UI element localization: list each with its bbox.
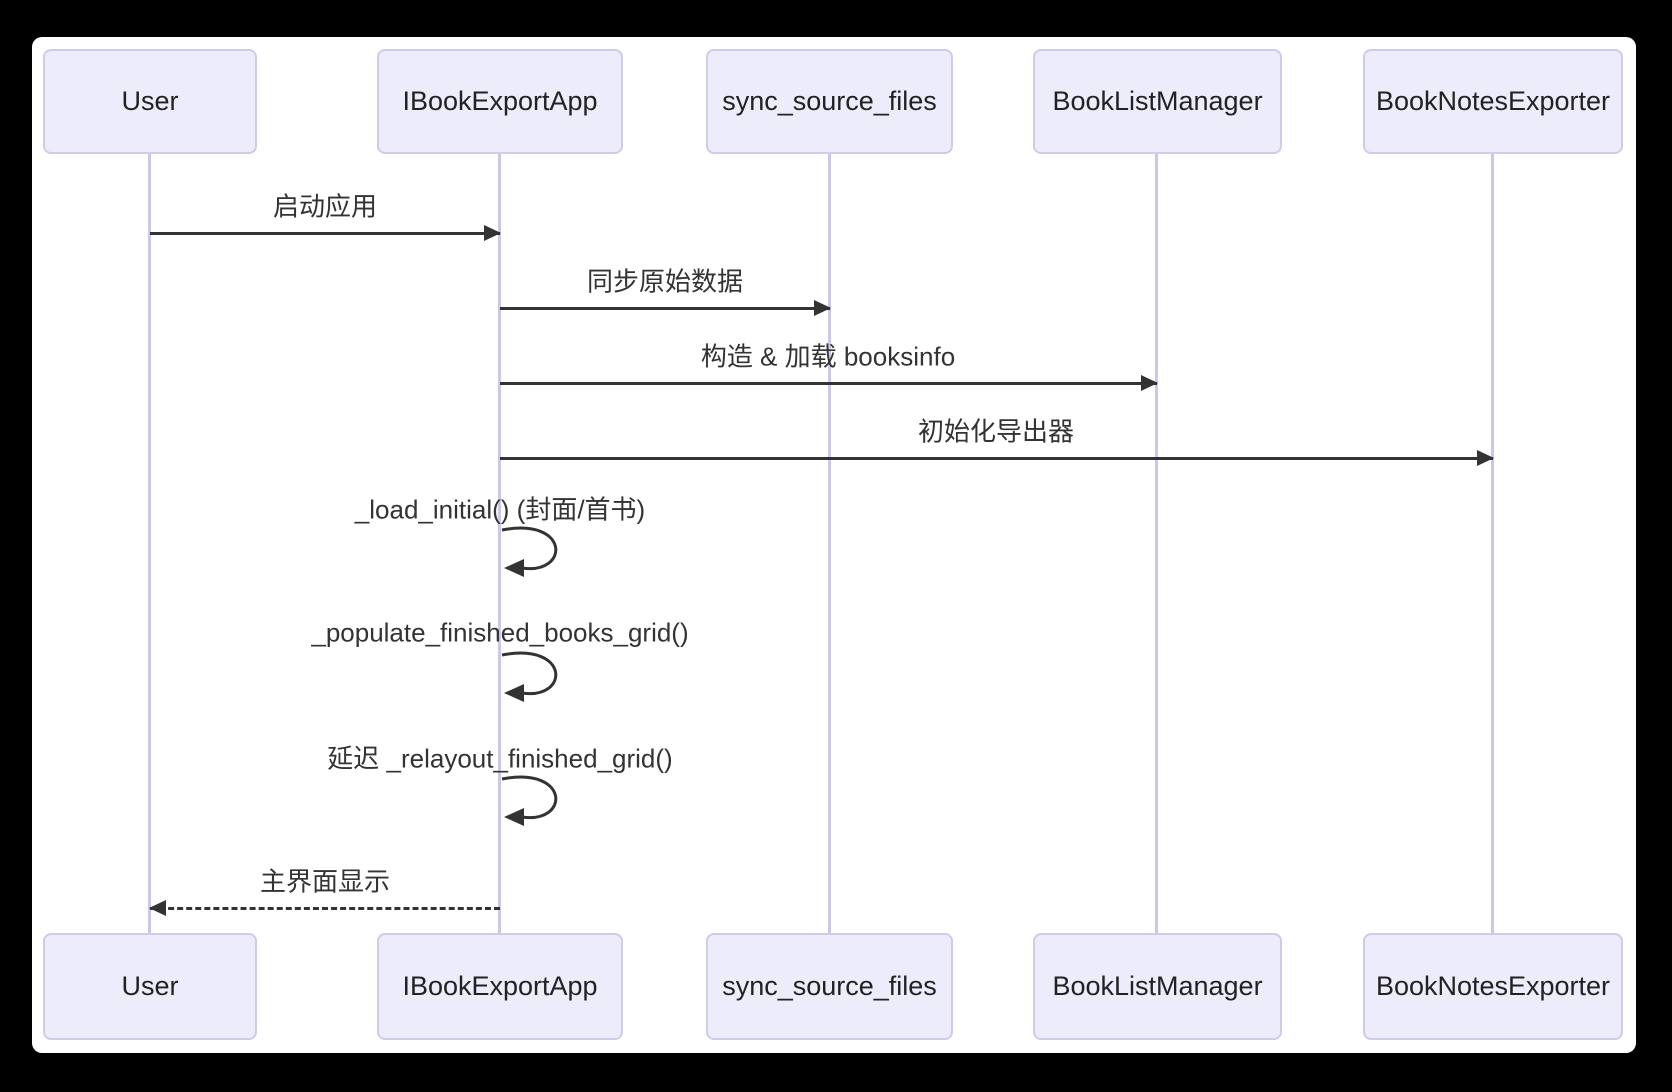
message-label-delayed-relayout-finished-grid: 延迟 _relayout_finished_grid() [327,743,673,774]
arrowhead-right-icon [814,300,831,316]
lifeline-ibook-export-app [498,154,501,933]
message-label-launch-app: 启动应用 [272,191,378,222]
actor-bottom-user: User [43,933,257,1040]
lifeline-user [148,154,151,933]
actor-label: BookListManager [1052,86,1263,116]
message-arrow-show-main-ui [149,900,500,916]
actor-label: User [121,86,179,116]
actor-label: sync_source_files [722,971,937,1001]
actor-label: BookListManager [1052,971,1263,1001]
actor-top-book-list-manager: BookListManager [1033,49,1282,154]
actor-top-user: User [43,49,257,154]
message-arrow-init-exporter [500,450,1494,466]
actor-top-book-notes-exporter: BookNotesExporter [1363,49,1623,154]
lifeline-book-notes-exporter [1491,154,1494,933]
message-arrow-launch-app [150,225,501,241]
actor-bottom-book-list-manager: BookListManager [1033,933,1282,1040]
message-arrow-sync-raw-data [500,300,831,316]
lifeline-sync-source-files [828,154,831,933]
actor-top-sync-source-files: sync_source_files [706,49,953,154]
self-loop-arrow-icon [501,651,558,702]
actor-bottom-sync-source-files: sync_source_files [706,933,953,1040]
actor-bottom-ibook-export-app: IBookExportApp [377,933,623,1040]
lifeline-book-list-manager [1155,154,1158,933]
actor-label: IBookExportApp [402,86,598,116]
message-label-populate-finished-books-grid: _populate_finished_books_grid() [311,617,689,648]
actor-top-ibook-export-app: IBookExportApp [377,49,623,154]
actor-bottom-book-notes-exporter: BookNotesExporter [1363,933,1623,1040]
actor-label: BookNotesExporter [1375,86,1611,116]
actor-label: IBookExportApp [402,971,598,1001]
self-loop-arrow-icon [501,526,558,577]
message-arrow-load-booksinfo [500,375,1158,391]
message-label-sync-raw-data: 同步原始数据 [586,266,744,297]
message-label-show-main-ui: 主界面显示 [259,866,391,897]
message-label-load-booksinfo: 构造 & 加载 booksinfo [700,341,956,372]
arrowhead-right-icon [1141,375,1158,391]
actor-label: User [121,971,179,1001]
message-label-load-initial: _load_initial() (封面/首书) [354,494,646,525]
arrowhead-right-icon [484,225,501,241]
arrowhead-left-icon [149,900,166,916]
sequence-diagram-canvas: User IBookExportApp sync_source_files Bo… [32,37,1636,1053]
message-label-init-exporter: 初始化导出器 [917,416,1075,447]
arrowhead-right-icon [1477,450,1494,466]
actor-label: sync_source_files [722,86,937,116]
self-loop-arrow-icon [501,775,558,826]
actor-label: BookNotesExporter [1375,971,1611,1001]
